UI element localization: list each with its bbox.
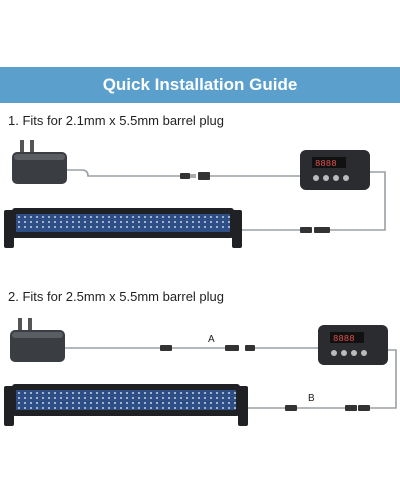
svg-text:8888: 8888 [333,334,355,344]
section-2-title: 2. Fits for 2.5mm x 5.5mm barrel plug [8,289,225,304]
guide-title: Quick Installation Guide [102,75,298,94]
cable-label-b: B [308,393,315,404]
led-light-bar-icon [4,208,330,248]
power-adapter-icon [10,318,160,362]
controller-icon: 8888 [300,150,386,231]
barrel-connector-icon [180,172,300,180]
guide-banner: Quick Installation Guide [0,67,400,103]
power-adapter-icon [12,140,180,184]
barrel-connector-icon [160,345,318,351]
diagram-2: A 8888 B [0,310,400,435]
svg-text:8888: 8888 [315,159,337,169]
section-1-title: 1. Fits for 2.1mm x 5.5mm barrel plug [8,113,225,128]
led-light-bar-icon [4,384,370,426]
cable-label-a: A [208,334,215,345]
controller-icon: 8888 [318,325,397,409]
diagram-1: 8888 [0,130,400,255]
